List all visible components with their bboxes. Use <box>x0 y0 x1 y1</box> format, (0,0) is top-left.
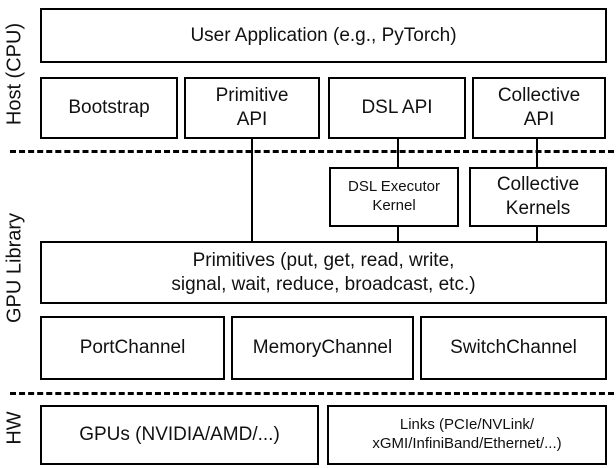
collective-kernels-box: Collective Kernels <box>469 167 607 227</box>
host-cpu-label: Host (CPU) <box>3 22 26 126</box>
bootstrap-box: Bootstrap <box>40 77 178 139</box>
port-channel-box: PortChannel <box>40 316 225 380</box>
collective-api-connector <box>536 138 538 168</box>
gpu-hw-divider <box>10 392 614 395</box>
gpu-library-label: GPU Library <box>3 212 26 324</box>
switch-channel-box: SwitchChannel <box>420 316 607 380</box>
dsl-api-box: DSL API <box>328 77 466 139</box>
primitive-api-connector <box>251 138 253 242</box>
links-box: Links (PCIe/NVLink/ xGMI/InfiniBand/Ethe… <box>327 405 607 465</box>
hw-label: HW <box>3 411 26 445</box>
user-application-box: User Application (e.g., PyTorch) <box>40 8 607 63</box>
memory-channel-box: MemoryChannel <box>231 316 414 380</box>
collective-api-box: Collective API <box>472 77 606 139</box>
collective-kernels-connector <box>536 226 538 242</box>
dsl-executor-connector <box>397 226 399 242</box>
primitives-box: Primitives (put, get, read, write, signa… <box>40 241 607 304</box>
dsl-api-connector <box>397 138 399 168</box>
gpus-box: GPUs (NVIDIA/AMD/...) <box>40 405 319 465</box>
dsl-executor-kernel-box: DSL Executor Kernel <box>329 167 459 227</box>
primitive-api-box: Primitive API <box>184 77 320 139</box>
host-gpu-divider <box>10 150 614 153</box>
